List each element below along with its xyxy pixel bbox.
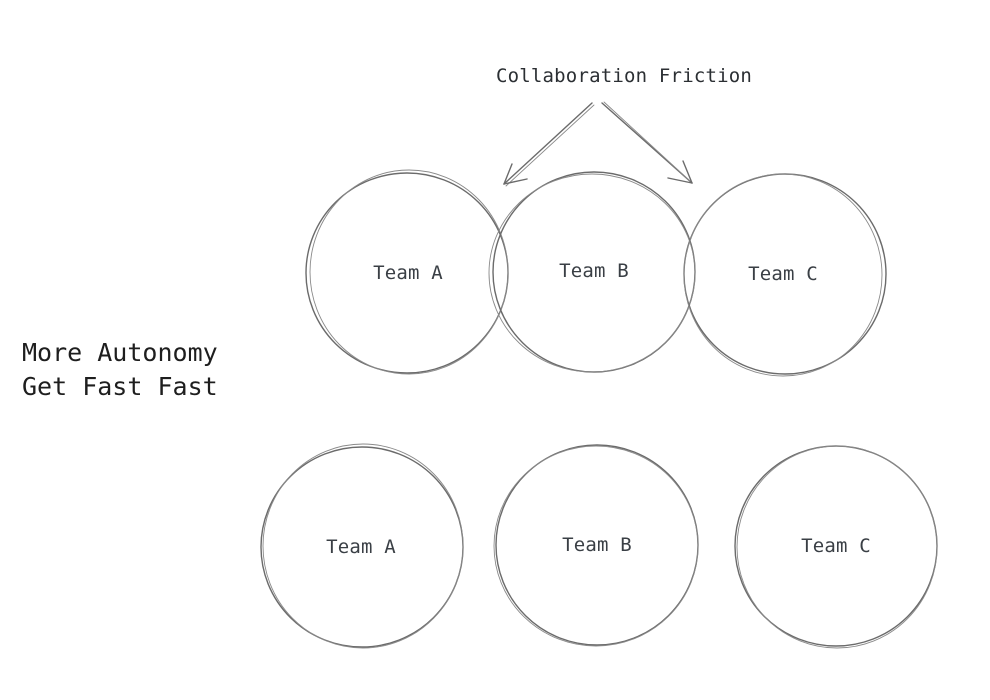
friction-arrow-left [503, 102, 595, 187]
collaboration-friction-label: Collaboration Friction [495, 65, 753, 87]
bottom-team-a-label: Team A [326, 536, 396, 558]
top-circle-team-b [488, 171, 696, 373]
top-circle-team-c [683, 173, 887, 377]
friction-arrow-right [601, 101, 693, 184]
top-team-a-label: Team A [373, 262, 443, 284]
side-note-line-2: Get Fast Fast [22, 372, 218, 401]
side-note-line-1: More Autonomy [22, 338, 218, 367]
bottom-team-b-label: Team B [562, 534, 632, 556]
bottom-team-c-label: Team C [801, 535, 871, 557]
top-team-c-label: Team C [748, 263, 818, 285]
bottom-circle-team-a [260, 443, 464, 649]
top-team-b-label: Team B [559, 260, 629, 282]
bottom-circle-team-b [493, 444, 699, 647]
bottom-circle-team-c [734, 445, 938, 649]
top-circle-team-a [305, 169, 509, 375]
side-note: More Autonomy Get Fast Fast [22, 336, 242, 404]
